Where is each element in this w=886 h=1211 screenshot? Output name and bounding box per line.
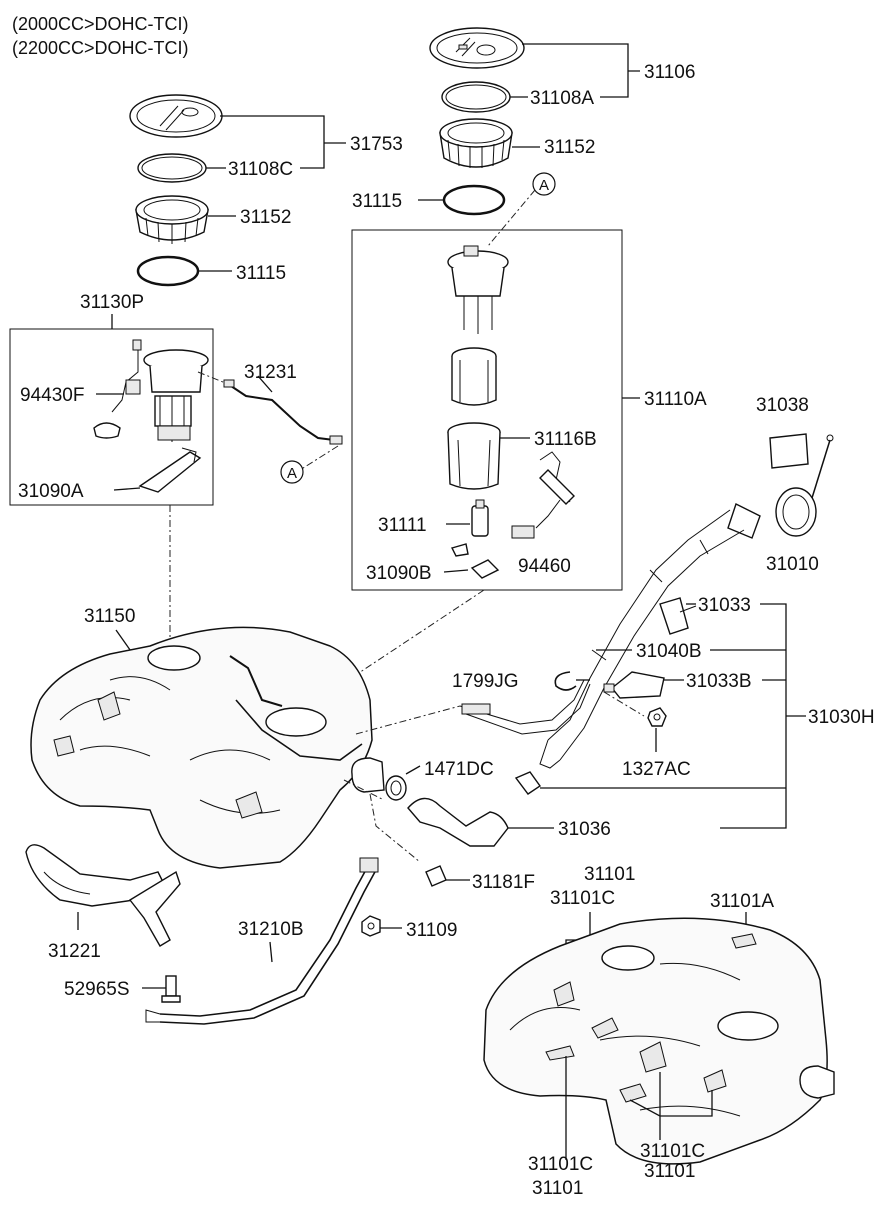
wiring-harness-31231	[197, 371, 343, 471]
label-31152-left: 31152	[240, 207, 291, 228]
gasket-31108A	[441, 81, 511, 113]
label-31010: 31010	[766, 554, 819, 575]
label-31030H: 31030H	[808, 707, 875, 728]
retainer-31090B	[450, 543, 500, 579]
label-31753: 31753	[350, 134, 403, 155]
cover-plate-31106	[429, 27, 525, 69]
bracket-31033B	[603, 671, 665, 699]
label-31101C-bottom-left: 31101C	[528, 1154, 593, 1175]
label-31101A: 31101A	[710, 891, 774, 912]
label-31150: 31150	[84, 606, 135, 627]
gasket-31108C	[137, 153, 207, 183]
pump-flange-module	[447, 245, 509, 334]
label-31101-top: 31101	[584, 864, 635, 885]
label-31111: 31111	[378, 515, 427, 536]
label-31210B: 31210B	[238, 919, 304, 940]
label-52965S: 52965S	[64, 979, 130, 1000]
label-31221: 31221	[48, 941, 101, 962]
filter-housing-31116B	[447, 422, 501, 490]
label-31152-right: 31152	[544, 137, 595, 158]
label-31106: 31106	[644, 62, 695, 83]
label-31108A: 31108A	[530, 88, 594, 109]
heat-shield-31221	[25, 844, 181, 947]
fuel-pump-31111	[471, 499, 489, 537]
filler-neck-pipe	[539, 503, 761, 769]
label-31108C: 31108C	[228, 159, 293, 180]
o-ring-31115-left	[136, 255, 200, 287]
clamp-1799JG	[554, 671, 577, 691]
sender-unit-left	[93, 339, 209, 442]
bolt-52965S	[161, 975, 181, 1003]
label-31033: 31033	[698, 595, 751, 616]
reference-marker-a-left	[280, 460, 304, 484]
nut-1327AC	[647, 707, 667, 727]
label-94460: 94460	[518, 556, 571, 577]
label-31231: 31231	[244, 362, 297, 383]
reference-marker-a-top	[532, 172, 556, 196]
pump-reservoir	[451, 347, 497, 406]
label-31116B: 31116B	[534, 429, 597, 450]
label-31130P: 31130P	[80, 292, 144, 313]
label-31110A: 31110A	[644, 389, 707, 410]
connector-lower	[514, 771, 541, 795]
fuel-tank-31101	[483, 917, 835, 1165]
fuel-cap-31010	[775, 434, 834, 537]
label-31101-bottom-right: 31101	[644, 1161, 695, 1182]
label-31181F: 31181F	[472, 872, 535, 893]
o-ring-31115-right	[442, 184, 506, 216]
lock-ring-31152-right	[439, 118, 513, 168]
clamp-1471DC	[385, 775, 407, 801]
label-1799JG: 1799JG	[452, 671, 519, 692]
label-31101C-top: 31101C	[550, 888, 615, 909]
bracket-31033	[659, 597, 697, 635]
label-31090A: 31090A	[18, 481, 84, 502]
label-94430F: 94430F	[20, 385, 84, 406]
vent-hose	[459, 679, 591, 735]
bracket-31090A	[138, 447, 202, 493]
assembly-box-31110A	[351, 229, 623, 591]
label-31109: 31109	[406, 920, 457, 941]
assembly-box-31130P	[9, 328, 214, 506]
nut-31109	[361, 915, 381, 937]
label-31033B: 31033B	[686, 671, 752, 692]
connector-31181F	[425, 865, 447, 887]
fuel-tank-31150	[30, 626, 385, 869]
reference-marker-a-left-label: A	[287, 465, 297, 482]
label-31040B: 31040B	[636, 641, 702, 662]
engine-variant-line-1: (2000CC>DOHC-TCI)	[12, 14, 189, 34]
cover-plate-31753	[129, 94, 223, 138]
label-31101C-bottom-right: 31101C	[640, 1141, 705, 1162]
label-31036: 31036	[558, 819, 611, 840]
tank-strap-31210B	[145, 857, 379, 1025]
label-31115-right: 31115	[352, 191, 402, 212]
label-31090B: 31090B	[366, 563, 432, 584]
label-1471DC: 1471DC	[424, 759, 494, 780]
engine-variant-line-2: (2200CC>DOHC-TCI)	[12, 38, 189, 58]
lock-ring-31152-left	[135, 195, 209, 244]
label-31101-bottom-left: 31101	[532, 1178, 583, 1199]
label-31038: 31038	[756, 395, 809, 416]
label-31115-left: 31115	[236, 263, 286, 284]
label-1327AC: 1327AC	[622, 759, 691, 780]
label-sticker-31038	[769, 433, 809, 469]
reference-marker-a-top-label: A	[539, 177, 549, 194]
hose-31036	[407, 797, 509, 847]
level-sender-94460	[511, 451, 575, 539]
